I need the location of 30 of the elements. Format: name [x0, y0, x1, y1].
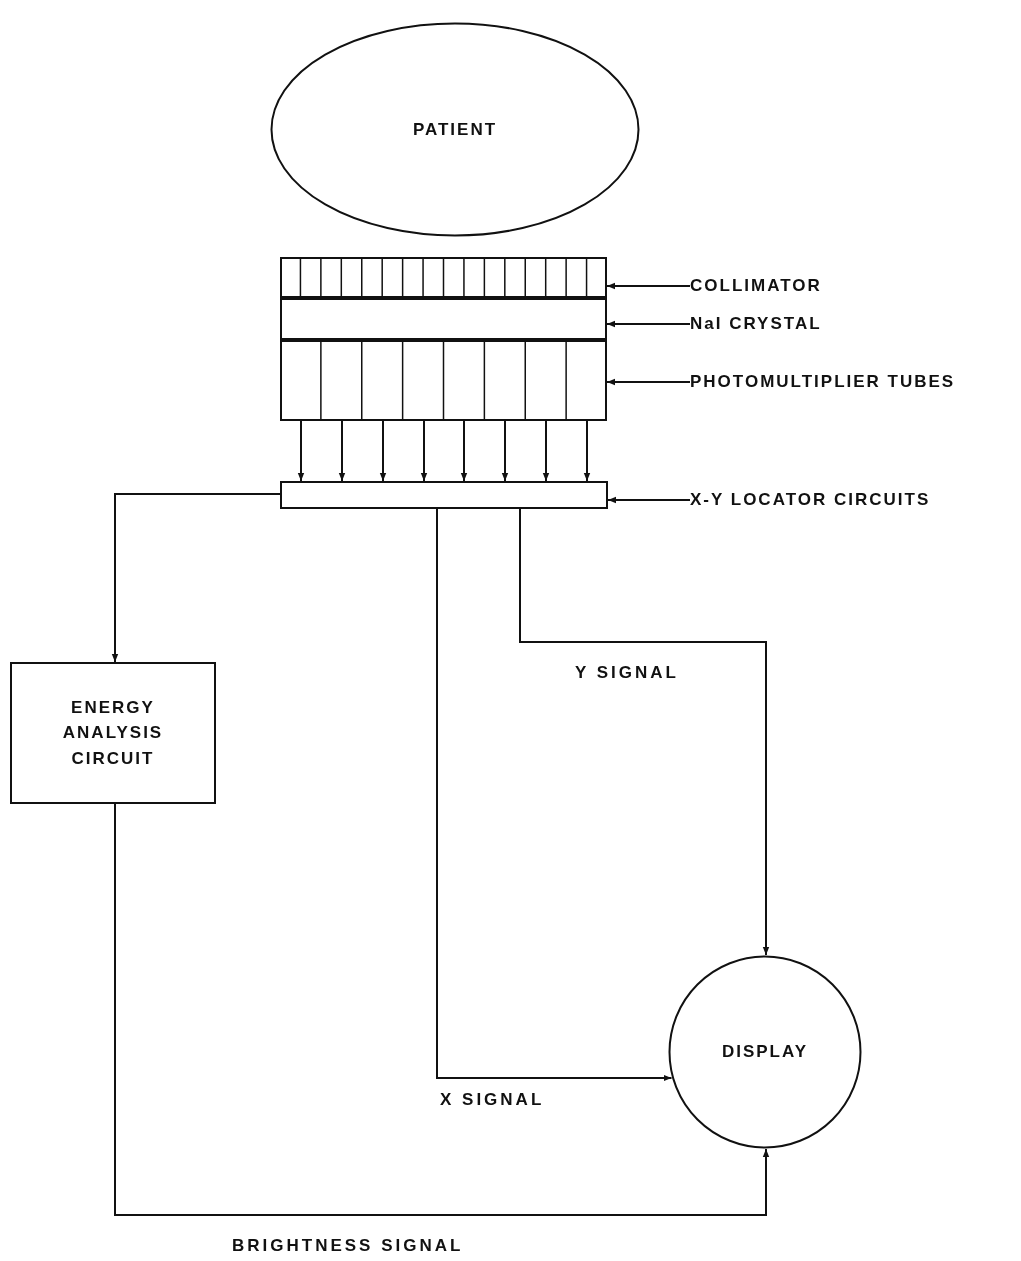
arrow — [111, 493, 281, 663]
patient-ellipse — [270, 22, 640, 237]
part-label: X-Y LOCATOR CIRCUITS — [690, 489, 931, 512]
arrow — [338, 420, 346, 482]
arrow — [607, 496, 691, 504]
arrow — [542, 420, 550, 482]
process-box — [10, 662, 216, 804]
node-label: PATIENT — [412, 118, 498, 141]
part-label: PHOTOMULTIPLIER TUBES — [690, 371, 956, 394]
arrow — [114, 803, 770, 1216]
arrow — [519, 508, 770, 956]
arrow — [583, 420, 591, 482]
node-label: ENERGY ANALYSIS CIRCUIT — [61, 696, 165, 770]
photomultiplier-array — [280, 340, 607, 421]
arrow — [606, 320, 691, 328]
arrow — [606, 282, 691, 290]
arrow — [379, 420, 387, 482]
arrow — [460, 420, 468, 482]
locator-box — [280, 481, 608, 509]
arrow — [436, 508, 673, 1082]
collimator-grid — [280, 257, 607, 298]
arrow — [501, 420, 509, 482]
node-label: DISPLAY — [721, 1041, 809, 1064]
arrow — [420, 420, 428, 482]
part-label: NaI CRYSTAL — [690, 313, 822, 336]
crystal-slab — [280, 298, 607, 340]
display-circle — [668, 955, 862, 1149]
arrow — [297, 420, 305, 482]
part-label: COLLIMATOR — [690, 275, 822, 298]
arrow — [606, 378, 691, 386]
